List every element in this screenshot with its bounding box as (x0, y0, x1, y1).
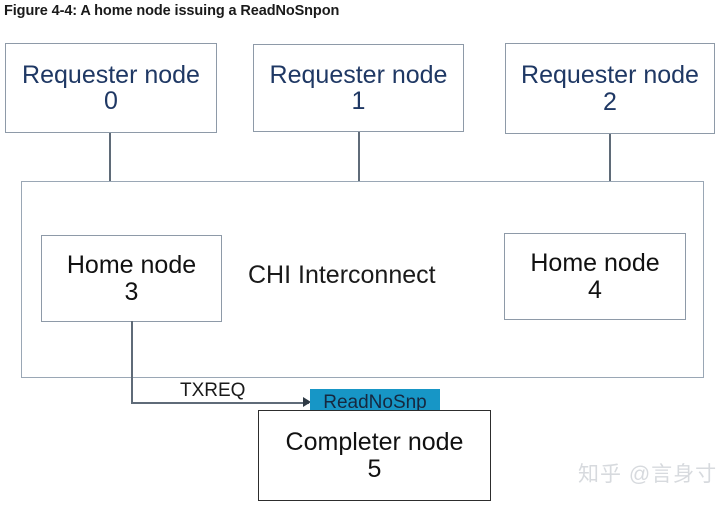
connector-home-node-3-to-completer (131, 402, 309, 404)
requester-node-0-id: 0 (104, 87, 118, 115)
requester-node-0-box: Requester node 0 (5, 43, 217, 133)
figure-caption: Figure 4-4: A home node issuing a ReadNo… (4, 3, 340, 19)
connector-requester-2-to-interconnect (609, 134, 611, 182)
completer-node-5-title: Completer node (285, 428, 464, 456)
requester-node-1-id: 1 (351, 87, 366, 115)
home-node-4-title: Home node (530, 249, 660, 277)
connector-home-node-3-down (131, 321, 133, 404)
completer-node-5-id: 5 (367, 454, 382, 483)
completer-node-5-box: Completer node 5 (258, 410, 491, 501)
watermark-text: 知乎 @言身寸 (578, 463, 718, 486)
requester-node-1-box: Requester node 1 (253, 44, 464, 132)
home-node-3-box: Home node 3 (41, 235, 222, 322)
requester-node-0-title: Requester node (22, 60, 200, 89)
home-node-3-id: 3 (124, 277, 139, 306)
requester-node-2-box: Requester node 2 (505, 43, 715, 134)
home-node-3-title: Home node (66, 251, 197, 279)
arrow-head-icon (303, 397, 311, 407)
requester-node-2-title: Requester node (521, 61, 699, 89)
chi-interconnect-label: CHI Interconnect (248, 261, 436, 289)
home-node-4-box: Home node 4 (504, 233, 686, 320)
connector-requester-1-to-interconnect (358, 132, 360, 182)
requester-node-1-title: Requester node (269, 60, 448, 89)
home-node-4-id: 4 (588, 275, 602, 304)
connector-requester-0-to-interconnect (109, 133, 111, 182)
txreq-channel-label: TXREQ (180, 380, 246, 401)
requester-node-2-id: 2 (603, 87, 617, 116)
